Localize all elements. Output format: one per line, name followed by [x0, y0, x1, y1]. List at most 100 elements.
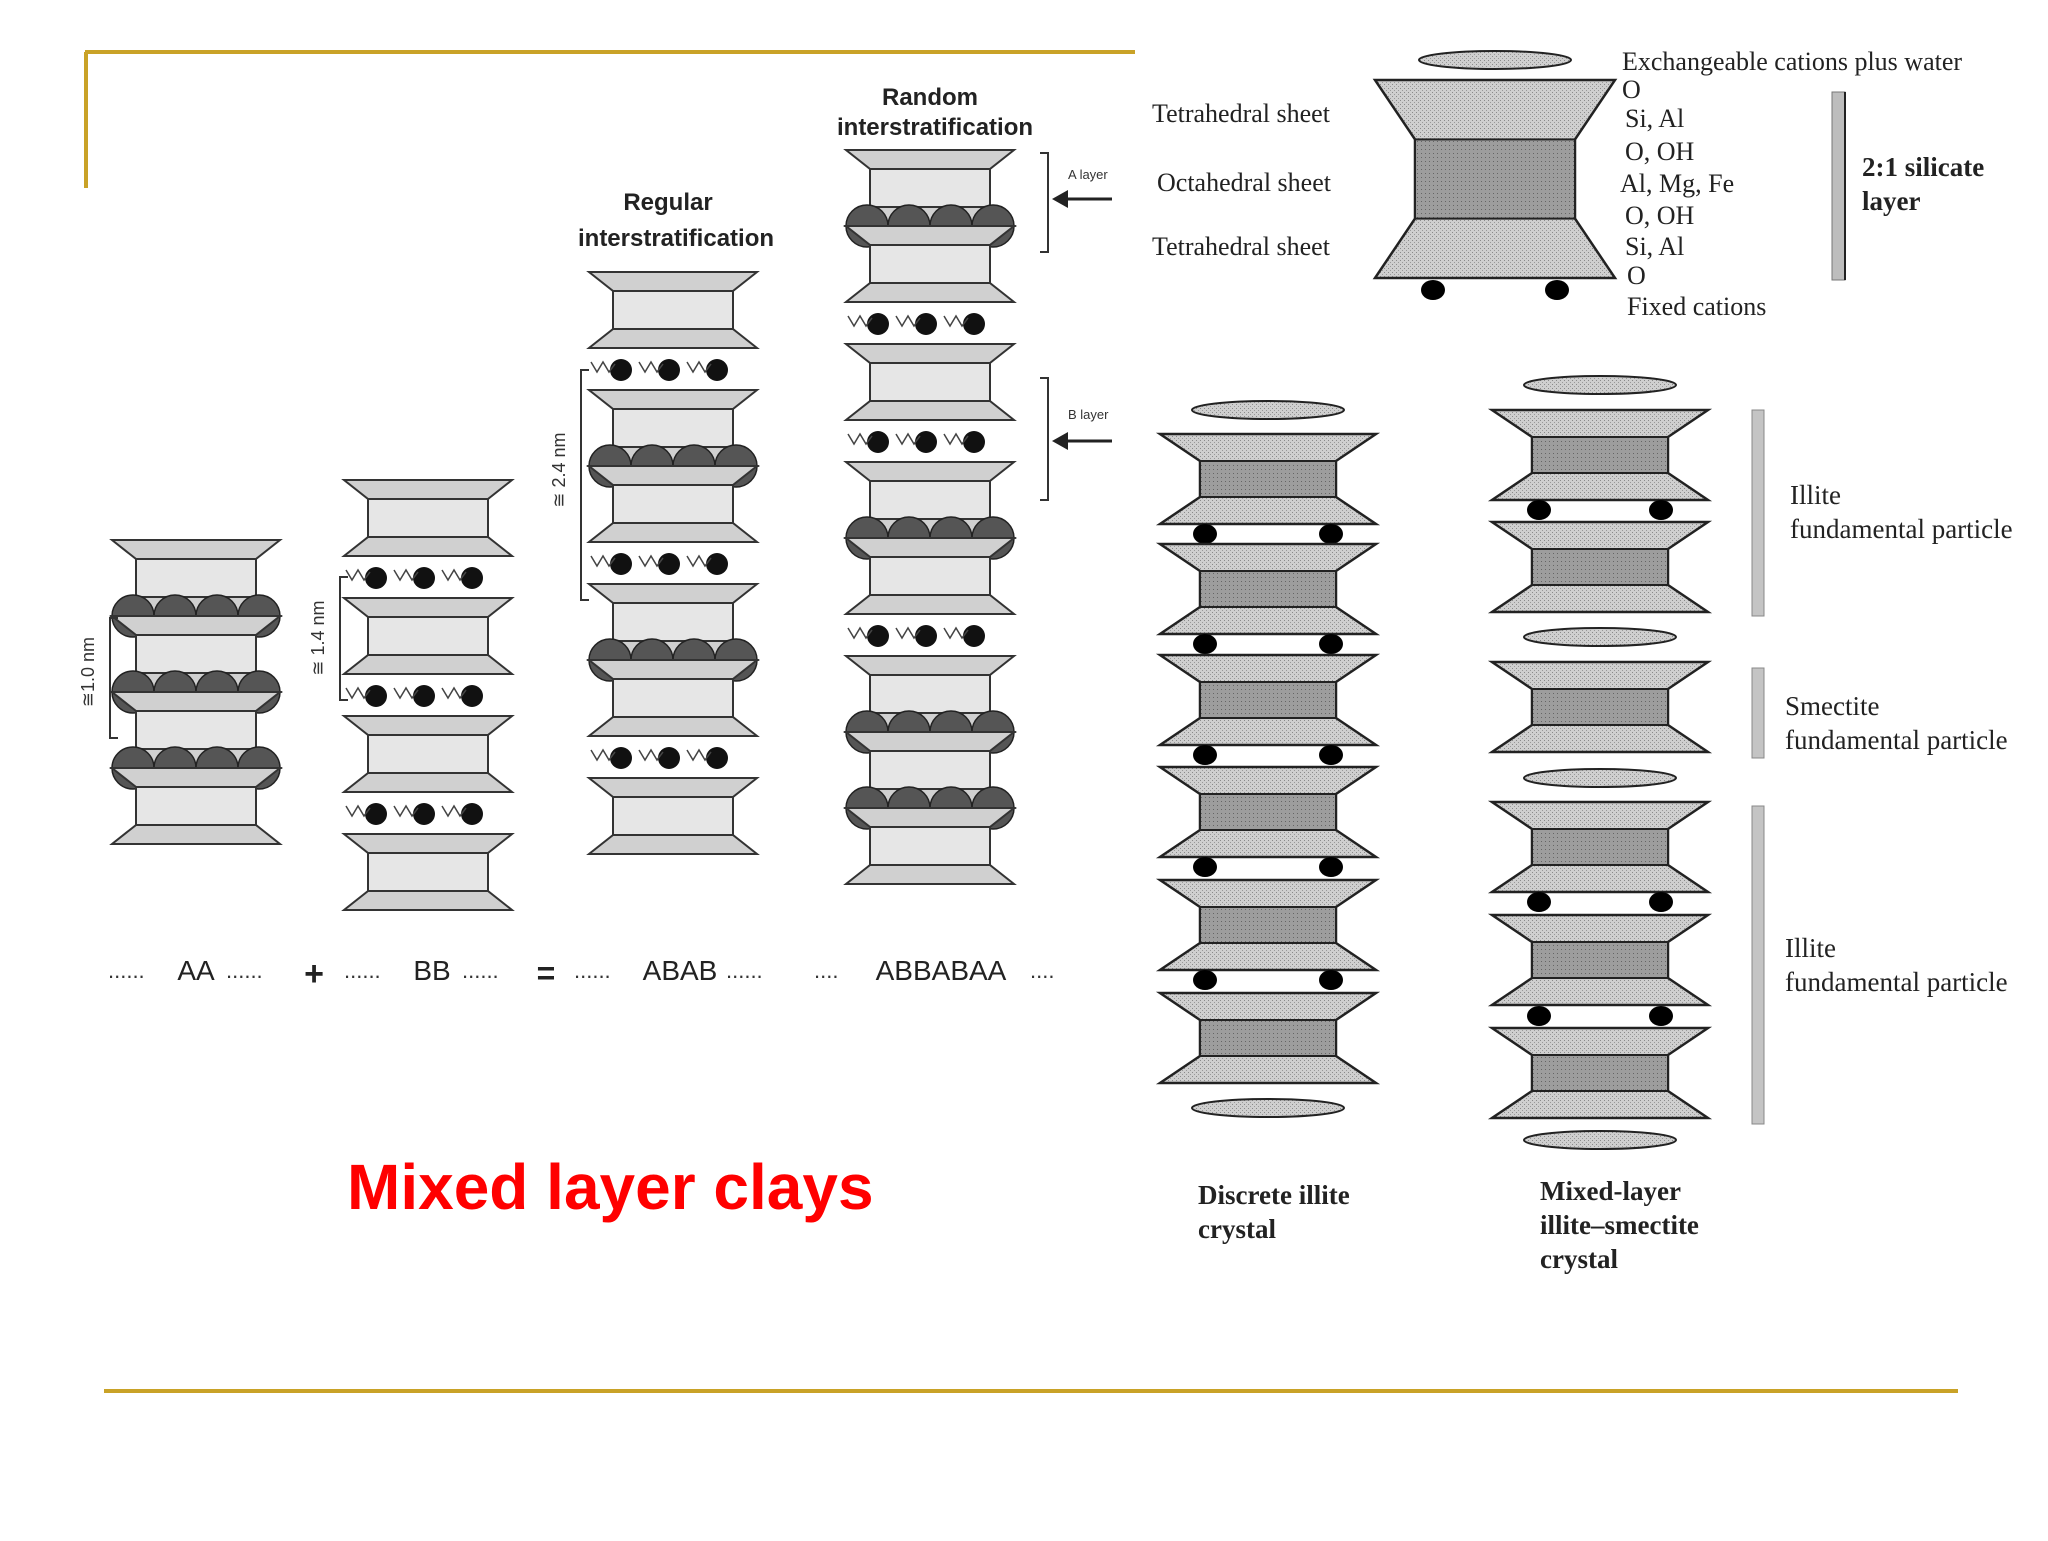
- fixed-cation: [1193, 524, 1217, 544]
- water-molecule: [686, 360, 712, 374]
- layer-stacks: [109, 149, 1017, 911]
- water-molecule: [638, 554, 664, 568]
- a-layer-arrow-head: [1052, 190, 1068, 208]
- b-layer-arrow-head: [1052, 432, 1068, 450]
- water-molecule: [590, 360, 616, 374]
- fixed-cation: [1319, 970, 1343, 990]
- hydrated-cation: [461, 685, 483, 707]
- fixed-cation: [1193, 970, 1217, 990]
- exchangeable-cations: [1191, 1098, 1345, 1118]
- hydrated-cation: [915, 313, 937, 335]
- octahedral-sheet: [135, 710, 257, 750]
- hydrated-cation: [658, 553, 680, 575]
- water-molecule: [441, 686, 467, 700]
- illite-bottom-label-1: Illite: [1785, 933, 1836, 963]
- exchangeable-cations: [1523, 627, 1677, 647]
- fixed-cation: [1527, 892, 1551, 912]
- exchangeable-cations: [1191, 400, 1345, 420]
- fixed-cation: [1193, 745, 1217, 765]
- water-molecule: [895, 314, 921, 328]
- interstratification-figure: Regular interstratification Random inter…: [78, 84, 1112, 993]
- octahedral-sheet: [1531, 941, 1669, 979]
- hydrated-cation: [658, 747, 680, 769]
- discrete-caption-2: crystal: [1198, 1214, 1276, 1244]
- water-molecule: [393, 804, 419, 818]
- octahedral-sheet: [1199, 793, 1337, 831]
- atom-label-3: O, OH: [1625, 137, 1695, 166]
- atom-label-1: O: [1622, 75, 1641, 104]
- hydrated-cation: [915, 431, 937, 453]
- dots-4: ......: [462, 958, 499, 983]
- octahedral-sheet: [869, 826, 991, 866]
- water-molecule: [895, 626, 921, 640]
- exchangeable-cations: [1523, 375, 1677, 395]
- dots-7: ....: [814, 958, 838, 983]
- smectite-label-1: Smectite: [1785, 691, 1879, 721]
- discrete-caption-1: Discrete illite: [1198, 1180, 1350, 1210]
- sequence-bb: BB: [413, 955, 450, 986]
- water-molecule: [847, 314, 873, 328]
- regular-dimension-label: ≅ 2.4 nm: [549, 432, 569, 507]
- atom-label-7: O: [1627, 261, 1646, 290]
- b-layer-label: B layer: [1068, 407, 1109, 422]
- water-molecule: [943, 314, 969, 328]
- crystal-stacks: [1155, 50, 1713, 1150]
- exchangeable-cations: [1418, 50, 1572, 70]
- illite-top-label-1: Illite: [1790, 480, 1841, 510]
- water-molecule: [590, 554, 616, 568]
- water-molecule: [847, 432, 873, 446]
- smectite-bracket: [1751, 667, 1765, 759]
- sequence-abbabaa: ABBABAA: [876, 955, 1007, 986]
- illite-top-bracket: [1751, 409, 1765, 617]
- octahedral-sheet: [1531, 436, 1669, 474]
- illite-top-label-2: fundamental particle: [1790, 514, 2013, 544]
- dots-1: ......: [108, 958, 145, 983]
- octahedral-sheet: [612, 484, 734, 524]
- octahedral-sheet: [1199, 570, 1337, 608]
- hydrated-cation: [413, 803, 435, 825]
- fixed-cations-label: Fixed cations: [1627, 292, 1766, 321]
- octahedral-sheet: [1531, 548, 1669, 586]
- random-heading-line-2: interstratification: [837, 114, 1033, 141]
- exchangeable-cations-label: Exchangeable cations plus water: [1622, 47, 1962, 76]
- fixed-cation: [1649, 1006, 1673, 1026]
- sequence-aa: AA: [177, 955, 215, 986]
- water-molecule: [441, 804, 467, 818]
- octahedral-sheet: [612, 796, 734, 836]
- fixed-cation: [1193, 634, 1217, 654]
- bb-dimension-label: ≅ 1.4 nm: [308, 600, 328, 675]
- dots-5: ......: [574, 958, 611, 983]
- random-heading-line-1: Random: [882, 84, 978, 111]
- water-molecule: [393, 568, 419, 582]
- fixed-cation: [1545, 280, 1569, 300]
- hydrated-cation: [706, 747, 728, 769]
- hydrated-cation: [963, 313, 985, 335]
- dots-2: ......: [226, 958, 263, 983]
- fixed-cation: [1319, 745, 1343, 765]
- water-molecule: [943, 626, 969, 640]
- octahedral-sheet: [1531, 688, 1669, 726]
- tetrahedral-sheet-label-bottom: Tetrahedral sheet: [1152, 232, 1331, 261]
- dots-6: ......: [726, 958, 763, 983]
- fixed-cation: [1193, 857, 1217, 877]
- octahedral-sheet: [869, 750, 991, 790]
- hydrated-cation: [658, 359, 680, 381]
- octahedral-sheet: [1414, 138, 1576, 220]
- hydrated-cation: [867, 313, 889, 335]
- regular-heading-line-2: interstratification: [578, 225, 774, 252]
- hydrated-cation: [867, 625, 889, 647]
- octahedral-sheet: [1199, 906, 1337, 944]
- sequence-abab: ABAB: [643, 955, 718, 986]
- fixed-cation: [1319, 857, 1343, 877]
- aa-dimension-bracket: [109, 617, 118, 739]
- octahedral-sheet: [612, 290, 734, 330]
- water-molecule: [393, 686, 419, 700]
- hydrated-cation: [706, 553, 728, 575]
- fixed-cation: [1319, 524, 1343, 544]
- hydrated-cation: [365, 567, 387, 589]
- atom-label-2: Si, Al: [1625, 104, 1684, 133]
- bb-dimension-bracket: [339, 576, 348, 701]
- octahedral-sheet: [869, 480, 991, 520]
- octahedral-sheet: [367, 852, 489, 892]
